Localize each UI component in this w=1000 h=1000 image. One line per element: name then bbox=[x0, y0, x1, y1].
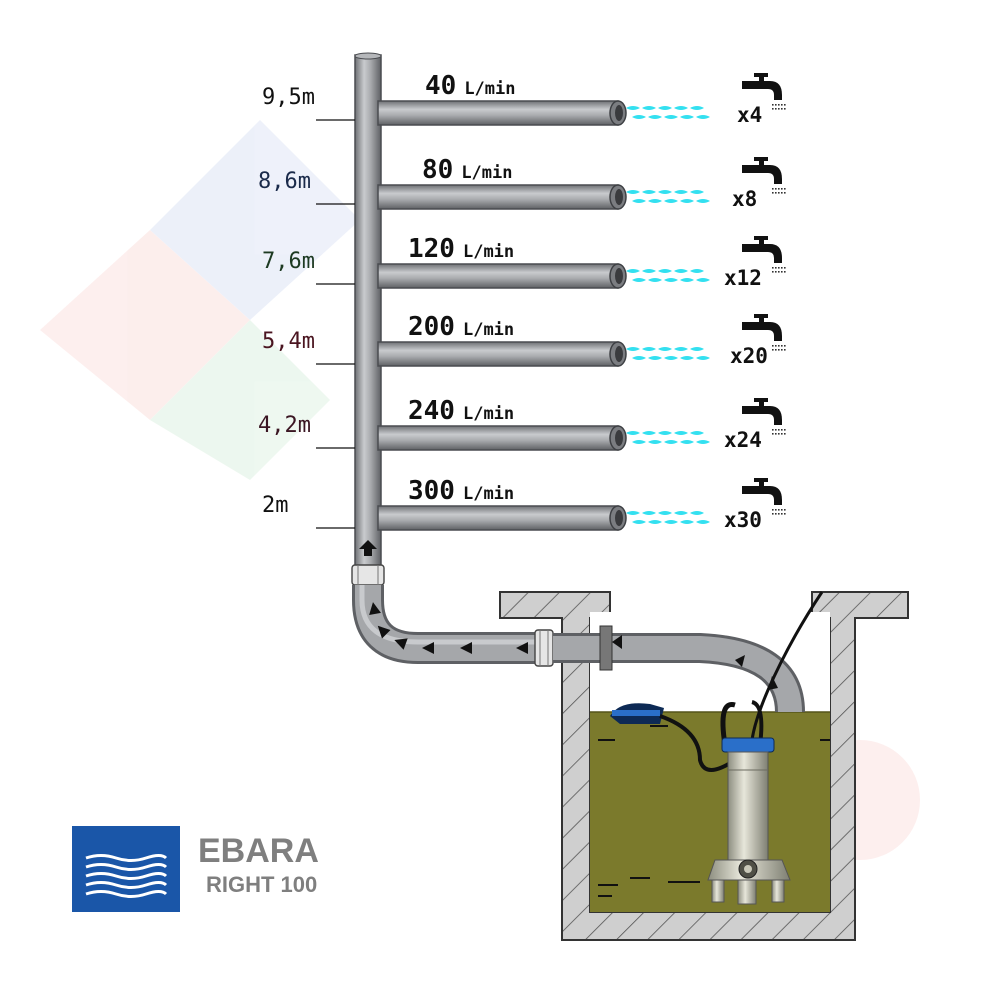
float-switch bbox=[610, 703, 737, 772]
tap-count: x24 bbox=[724, 428, 762, 452]
branch-pipe bbox=[377, 263, 619, 289]
water-spray bbox=[626, 106, 710, 119]
flow-value: 80 bbox=[422, 155, 453, 185]
pipe-outlet-hole bbox=[615, 189, 623, 205]
pipe-outlet-hole bbox=[615, 510, 623, 526]
logo-waves bbox=[85, 854, 168, 898]
flow-rate-label: 80 L/min bbox=[422, 155, 513, 185]
flow-rate-label: 240 L/min bbox=[408, 396, 514, 426]
flow-unit: L/min bbox=[463, 242, 514, 262]
flow-value: 200 bbox=[408, 312, 455, 342]
faucet-icon bbox=[742, 236, 786, 273]
height-label: 4,2m bbox=[258, 413, 311, 438]
height-label: 8,6m bbox=[258, 169, 311, 194]
flow-arrow-icon bbox=[369, 602, 381, 615]
ebara-logo: EBARA RIGHT 100 bbox=[72, 826, 319, 912]
height-labels: 9,5m 8,6m 7,6m 5,4m 4,2m 2m bbox=[258, 85, 355, 529]
water-spray bbox=[626, 190, 710, 203]
flow-unit: L/min bbox=[463, 484, 514, 504]
logo-model: RIGHT 100 bbox=[206, 872, 317, 897]
branch-level: 240 L/min bbox=[377, 396, 710, 451]
tap-count: x20 bbox=[730, 344, 768, 368]
tap-count: x8 bbox=[732, 187, 757, 211]
flow-arrow-icon bbox=[612, 635, 622, 649]
riser-pipe-cap bbox=[354, 52, 382, 60]
tap-count: x4 bbox=[737, 103, 762, 127]
faucet-icon bbox=[742, 398, 786, 435]
faucet-column: x4 x8 x12 x20 x24 x30 bbox=[724, 73, 786, 532]
water-spray bbox=[626, 269, 710, 282]
height-label: 9,5m bbox=[262, 85, 315, 110]
faucet-icon bbox=[742, 478, 786, 515]
riser-pipe bbox=[354, 54, 382, 576]
branch-level: 200 L/min bbox=[377, 312, 710, 367]
watermark bbox=[40, 120, 920, 860]
height-label: 7,6m bbox=[262, 249, 315, 274]
branch-level: 120 L/min bbox=[377, 234, 710, 289]
faucet-icon bbox=[742, 73, 786, 110]
pipe-outlet-hole bbox=[615, 346, 623, 362]
branch-pipe bbox=[377, 100, 619, 126]
flow-unit: L/min bbox=[464, 79, 515, 99]
sump-water bbox=[590, 712, 830, 912]
flow-value: 120 bbox=[408, 234, 455, 264]
branch-pipe bbox=[377, 425, 619, 451]
flow-arrow-icon bbox=[359, 540, 377, 556]
branch-level: 300 L/min bbox=[377, 476, 710, 531]
tap-count: x30 bbox=[724, 508, 762, 532]
pipe-outlet-hole bbox=[615, 105, 623, 121]
flow-value: 40 bbox=[425, 71, 456, 101]
submersible-pump bbox=[707, 700, 791, 905]
flow-arrow-icon bbox=[394, 638, 408, 650]
tap-count: x12 bbox=[724, 266, 762, 290]
flow-arrow-icon bbox=[516, 642, 528, 654]
height-label: 5,4m bbox=[262, 329, 315, 354]
branch-level: 40 L/min bbox=[377, 71, 710, 126]
flow-rate-label: 120 L/min bbox=[408, 234, 514, 264]
faucet-icon bbox=[742, 157, 786, 194]
flow-arrow-icon bbox=[422, 642, 434, 654]
flow-value: 240 bbox=[408, 396, 455, 426]
flow-rate-label: 200 L/min bbox=[408, 312, 514, 342]
flow-rate-label: 40 L/min bbox=[425, 71, 516, 101]
water-spray bbox=[626, 431, 710, 444]
branch-pipe bbox=[377, 505, 619, 531]
flow-unit: L/min bbox=[463, 320, 514, 340]
flow-unit: L/min bbox=[463, 404, 514, 424]
logo-brand: EBARA bbox=[198, 832, 319, 870]
pipe-outlet-hole bbox=[615, 430, 623, 446]
water-spray bbox=[626, 347, 710, 360]
flow-value: 300 bbox=[408, 476, 455, 506]
flow-arrow-icon bbox=[460, 642, 472, 654]
branch-pipe bbox=[377, 341, 619, 367]
branch-pipe bbox=[377, 184, 619, 210]
flow-unit: L/min bbox=[461, 163, 512, 183]
riser-coupling bbox=[351, 564, 385, 586]
faucet-icon bbox=[742, 314, 786, 351]
flow-arrow-icon bbox=[735, 655, 745, 667]
pipe-outlet-hole bbox=[615, 268, 623, 284]
height-label: 2m bbox=[262, 493, 289, 518]
branch-level: 80 L/min bbox=[377, 155, 710, 210]
flow-rate-label: 300 L/min bbox=[408, 476, 514, 506]
feed-coupling bbox=[534, 629, 554, 667]
water-spray bbox=[626, 511, 710, 524]
pipe-clamp bbox=[599, 625, 613, 671]
